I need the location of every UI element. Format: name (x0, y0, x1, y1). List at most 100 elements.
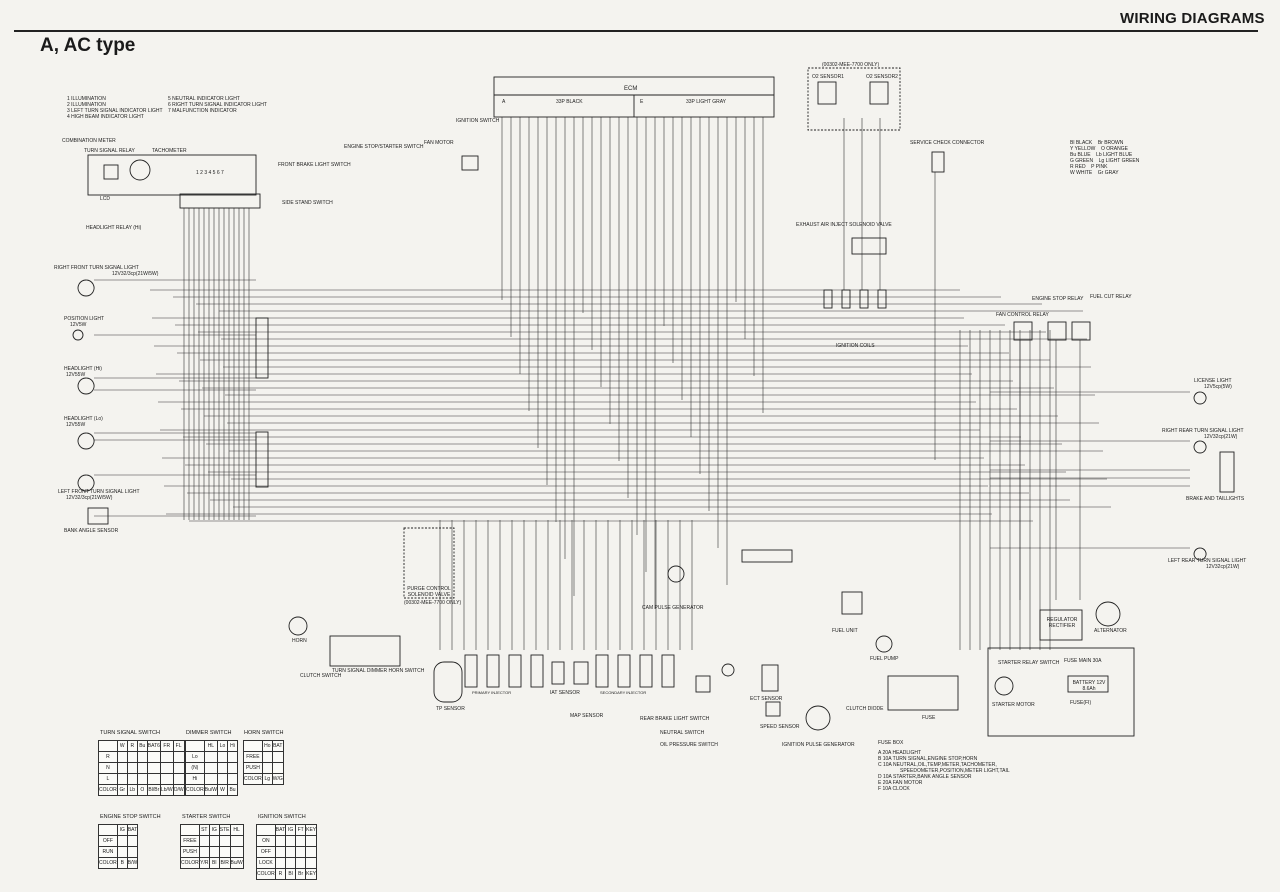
switch-color-cell: Lg (261, 773, 273, 785)
switch-cell: FREE (243, 751, 263, 763)
label-exhaust-air: EXHAUST AIR INJECT SOLENOID VALVE (796, 222, 892, 228)
switch-cell (295, 835, 307, 847)
switch-cell (208, 835, 220, 847)
ignition-pulse-symbol (805, 705, 831, 731)
switch-cell (198, 846, 210, 858)
switch-col-header (256, 824, 276, 836)
fuel-pump (875, 635, 893, 653)
switch-col-header (180, 824, 200, 836)
switch-cell (136, 773, 148, 785)
label-regulator: REGULATOR RECTIFIER (1046, 617, 1078, 629)
label-neutral: NEUTRAL SWITCH (660, 730, 705, 736)
label-license: LICENSE LIGHT (1194, 378, 1232, 384)
switch-cell (305, 835, 318, 847)
switch-cell (172, 751, 185, 763)
label-rf-turn: RIGHT FRONT TURN SIGNAL LIGHT (54, 265, 139, 271)
switch-cell (261, 762, 273, 774)
iat-sensor-box (551, 661, 565, 685)
label-front-brake: FRONT BRAKE LIGHT SWITCH (278, 162, 351, 168)
switch-cell: OFF (256, 846, 276, 858)
header-rule (14, 30, 1258, 32)
switch-col-header: W (116, 740, 128, 752)
switch-color-cell: COLOR (243, 773, 263, 785)
switch-cell (295, 857, 307, 869)
label-engine-stop-starter: ENGINE STOP/STARTER SWITCH (344, 144, 424, 150)
switch-cell: Hi (185, 773, 205, 785)
speed-sensor-box (765, 701, 781, 717)
label-alternator: ALTERNATOR (1094, 628, 1127, 634)
label-ignition-switch: IGNITION SWITCH (456, 118, 500, 124)
switch-color-cell: Bu/W (229, 857, 244, 869)
o2-sensor2-label: O2 SENSOR2 (866, 74, 898, 80)
switch-col-header: FT (295, 824, 307, 836)
label-fuse-fi: FUSE(FI) (1070, 700, 1092, 706)
label-headlight-lo-spec: 12V55W (66, 422, 86, 428)
switch-cell: FREE (180, 835, 200, 847)
switch-color-cell: Y/R (198, 857, 210, 869)
switch-cell (116, 751, 128, 763)
horn-symbol (288, 616, 308, 636)
o2-sensor1 (817, 81, 837, 105)
switch-color-cell: Br (295, 868, 307, 880)
label-speed: SPEED SENSOR (760, 724, 800, 730)
label-map-sensor: MAP SENSOR (570, 713, 604, 719)
label-oil-pressure: OIL PRESSURE SWITCH (660, 742, 718, 748)
alternator-symbol (1095, 601, 1121, 627)
switch-cell: ON (256, 835, 276, 847)
label-horn: HORN (292, 638, 307, 644)
label-tachometer: TACHOMETER (152, 148, 187, 154)
label-headlight-relay: HEADLIGHT RELAY (Hi) (86, 225, 142, 231)
switch-color-cell: COLOR (185, 784, 205, 796)
label-clutch-diode: CLUTCH DIODE (846, 706, 884, 712)
switch-color-cell: Lb (126, 784, 138, 796)
switch-cell (198, 835, 210, 847)
label-combination-meter: COMBINATION METER (62, 138, 116, 144)
label-lr-turn: LEFT REAR TURN SIGNAL LIGHT (1168, 558, 1247, 564)
label-fuel-pump: FUEL PUMP (870, 656, 899, 662)
switch-cell (203, 773, 219, 785)
label-rr-turn: RIGHT REAR TURN SIGNAL LIGHT (1162, 428, 1244, 434)
brake-taillight-box (1219, 451, 1235, 493)
switch-cell (172, 773, 185, 785)
switch-color-cell: COLOR (98, 857, 118, 869)
ecm-conn-e-desc: 33P LIGHT GRAY (686, 99, 727, 105)
switch-col-header: BAT (274, 824, 287, 836)
switch-col-header (98, 824, 118, 836)
switch-color-cell: O/W (172, 784, 185, 796)
switch-cell (285, 846, 297, 858)
o2-sensor-box (807, 67, 901, 131)
switch-cell: Lo (185, 751, 205, 763)
label-fan-relay: FAN CONTROL RELAY (996, 312, 1049, 318)
switch-cell (305, 846, 318, 858)
switch-cell (217, 751, 229, 763)
label-clutch-switch: CLUTCH SWITCH (300, 673, 342, 679)
label-meter-nums: 1 2 3 4 5 6 7 (196, 170, 224, 176)
label-rear-brake: REAR BRAKE LIGHT SWITCH (640, 716, 710, 722)
switch-cell (227, 751, 239, 763)
switch-cell (271, 751, 284, 763)
switch-col-header: KEY (305, 824, 318, 836)
label-purge-note: (00302-MEE-7700 ONLY) (404, 600, 462, 606)
lcd-display (103, 164, 119, 180)
switch-color-cell: O (136, 784, 148, 796)
label-battery: BATTERY 12V 8.6Ah (1072, 680, 1106, 692)
switch-color-cell: W (217, 784, 229, 796)
switch-cell (227, 762, 239, 774)
ecm-conn-a: A (502, 99, 506, 105)
label-headlight-lo: HEADLIGHT (Lo) (64, 416, 103, 422)
page-title: A, AC type (40, 35, 136, 56)
switch-cell: RUN (98, 846, 118, 858)
switch-cell (285, 857, 297, 869)
switch-cell: PUSH (243, 762, 263, 774)
switch-cell (274, 835, 287, 847)
o2-sensor1-label: O2 SENSOR1 (812, 74, 844, 80)
switch-cell (146, 751, 161, 763)
ignition-coils (823, 289, 887, 309)
switch-cell (146, 762, 161, 774)
label-fuel-cut-relay: FUEL CUT RELAY (1090, 294, 1132, 300)
switch-col-header: FR (159, 740, 174, 752)
